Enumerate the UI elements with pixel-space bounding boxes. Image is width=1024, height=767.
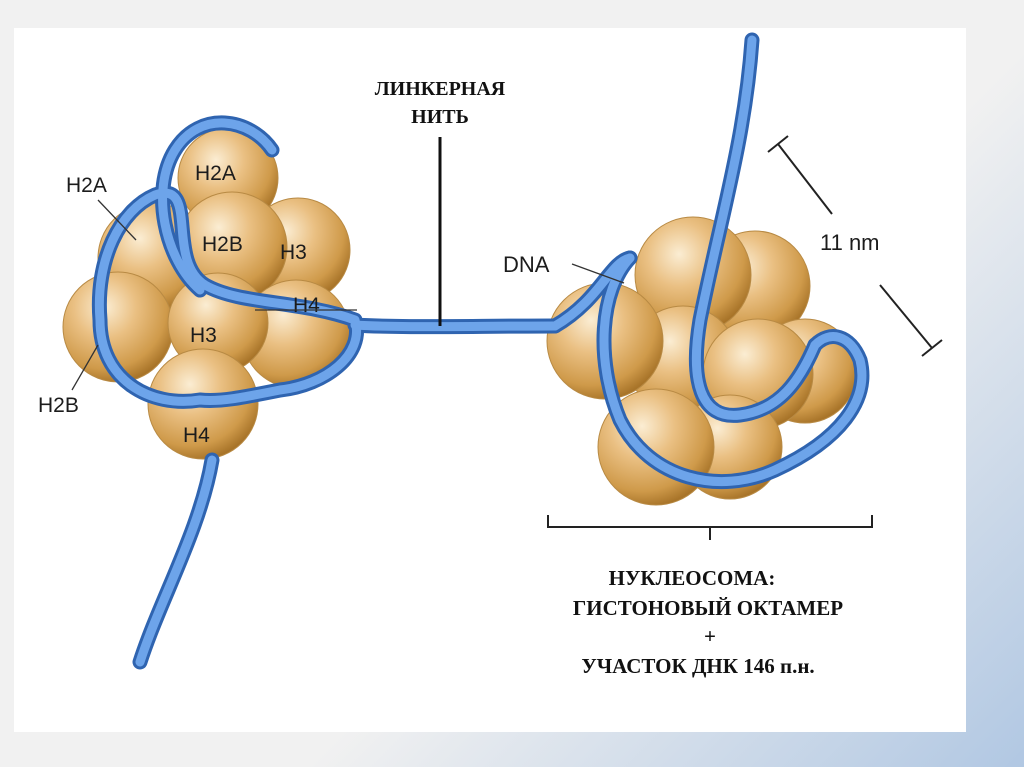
caption-line4: УЧАСТОК ДНК 146 п.н.	[581, 654, 814, 678]
label-h3-upper: H3	[280, 241, 307, 264]
dimension-line-lower	[880, 285, 932, 348]
nucleosome-caption: НУКЛЕОСОМА: ГИСТОНОВЫЙ ОКТАМЕР + УЧАСТОК…	[573, 566, 843, 678]
label-h2b-inner: H2B	[202, 233, 243, 256]
linker-label-group: ЛИНКЕРНАЯ НИТЬ	[375, 78, 506, 326]
label-h4-upper: H4	[293, 294, 320, 317]
label-h3-lower: H3	[190, 324, 217, 347]
nucleosome-bracket	[548, 515, 872, 540]
caption-line2: ГИСТОНОВЫЙ ОКТАМЕР	[573, 596, 843, 620]
caption-line3: +	[704, 624, 716, 648]
dimension-tick-bottom	[922, 340, 942, 356]
dimension-line-upper	[778, 144, 832, 214]
linker-label-line2: НИТЬ	[411, 106, 469, 128]
dimension-tick-top	[768, 136, 788, 152]
label-h4-lower: H4	[183, 424, 210, 447]
caption-line1: НУКЛЕОСОМА:	[609, 566, 776, 590]
label-h2b-outer: H2B	[38, 394, 79, 417]
label-dna: DNA	[503, 252, 550, 277]
label-h2a-outer: H2A	[66, 174, 107, 197]
label-h2a-inner: H2A	[195, 162, 236, 185]
label-11nm: 11 nm	[820, 230, 880, 255]
linker-label-line1: ЛИНКЕРНАЯ	[375, 78, 506, 100]
